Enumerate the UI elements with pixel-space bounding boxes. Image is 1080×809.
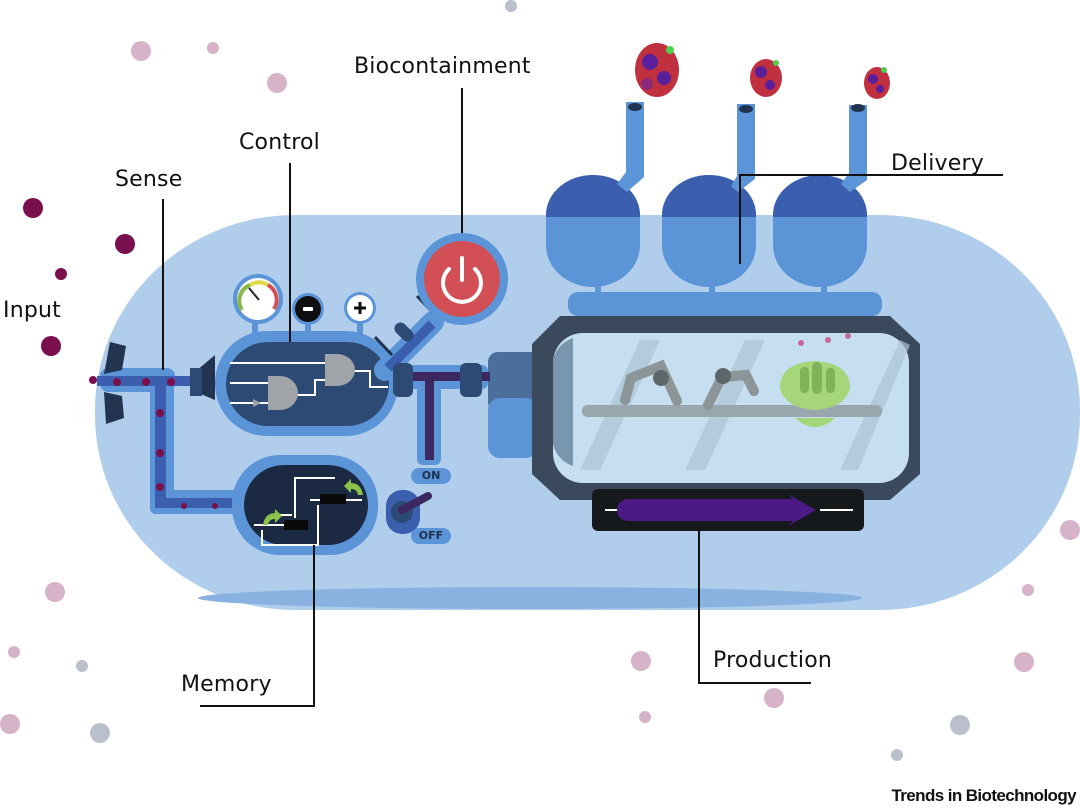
particle	[950, 715, 970, 735]
switch-on-label: ON	[411, 468, 451, 484]
particle	[0, 714, 20, 734]
input-molecule	[23, 198, 43, 218]
particle	[639, 711, 651, 723]
on-off-valve	[393, 363, 490, 465]
robot-arm-icon	[703, 368, 759, 410]
particle	[631, 651, 651, 671]
delivery-bulb	[546, 102, 644, 287]
journal-credit: Trends in Biotechnology	[891, 786, 1076, 805]
robot-arm-icon	[620, 359, 682, 406]
sense-tube	[89, 342, 260, 514]
arrow-icon	[344, 479, 363, 495]
delivery-bulb	[662, 104, 756, 287]
particle	[505, 0, 517, 12]
particle	[891, 749, 903, 761]
particle	[76, 660, 88, 672]
label-delivery: Delivery	[891, 151, 984, 176]
gauge-icon	[233, 274, 283, 334]
label-input: Input	[3, 298, 61, 323]
particle	[90, 723, 110, 743]
particle	[1022, 584, 1034, 596]
memory-module	[232, 455, 432, 555]
delivery-bulb	[773, 104, 867, 287]
particle	[267, 73, 287, 93]
leader-lines	[162, 88, 1003, 707]
protein-cluster-icon	[635, 43, 679, 97]
input-molecule	[41, 336, 61, 356]
toggle-switch[interactable]	[386, 490, 432, 534]
plus-button[interactable]	[344, 292, 376, 336]
production-chamber	[488, 316, 920, 531]
minus-button[interactable]	[292, 293, 324, 336]
label-sense: Sense	[115, 167, 183, 192]
background-particles	[0, 0, 1080, 761]
label-control: Control	[239, 130, 320, 155]
particle	[764, 688, 784, 708]
arrow-icon	[263, 509, 282, 525]
delivery-module	[546, 43, 890, 316]
cell-organism-icon	[780, 333, 851, 427]
protein-cluster-icon	[750, 59, 782, 97]
label-production: Production	[713, 648, 833, 673]
label-memory: Memory	[181, 672, 272, 697]
input-port-icon	[104, 342, 126, 424]
production-arrow	[617, 494, 816, 526]
particle	[8, 646, 20, 658]
particle	[1060, 520, 1080, 540]
switch-off-label: OFF	[411, 528, 451, 544]
input-molecule	[115, 234, 135, 254]
biocontainment-module	[373, 233, 508, 381]
particle	[1014, 652, 1034, 672]
input-molecule	[55, 268, 67, 280]
protein-cluster-icon	[864, 67, 890, 99]
particle	[45, 582, 65, 602]
particle	[207, 42, 219, 54]
particle	[131, 41, 151, 61]
control-module	[190, 274, 398, 436]
label-biocontainment: Biocontainment	[354, 54, 531, 79]
power-button[interactable]	[416, 233, 508, 325]
